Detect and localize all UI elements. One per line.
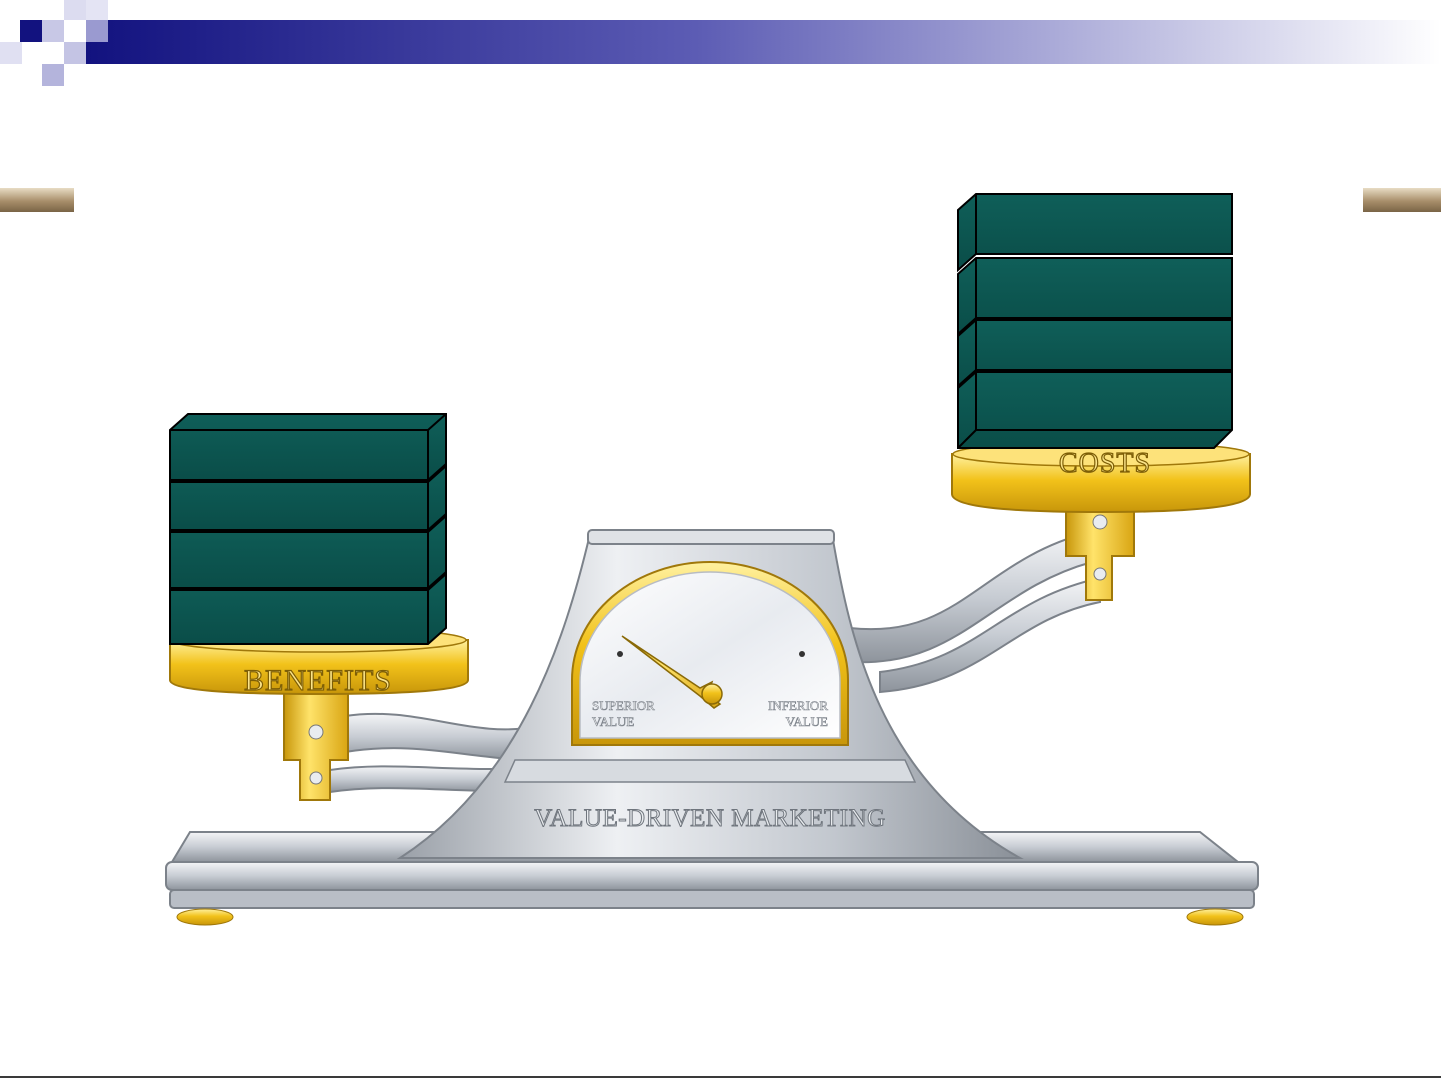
right-arm bbox=[850, 532, 1100, 692]
right-pan-label: COSTS bbox=[1059, 448, 1151, 479]
left-pan-label: BENEFITS bbox=[244, 664, 392, 697]
footer-rule bbox=[0, 1076, 1441, 1078]
gauge-right-label-line1: INFERIOR bbox=[768, 698, 828, 713]
gauge-pin bbox=[617, 651, 623, 657]
base-label: VALUE-DRIVEN MARKETING bbox=[534, 805, 885, 832]
base-foot bbox=[177, 909, 233, 925]
base-foot bbox=[1187, 909, 1243, 925]
gauge-left-label-line1: SUPERIOR bbox=[592, 698, 655, 713]
gauge-pin bbox=[799, 651, 805, 657]
gauge-left-label-line2: VALUE bbox=[592, 714, 634, 729]
benefits-block-stack bbox=[170, 414, 446, 644]
benefit-block bbox=[170, 414, 446, 480]
gauge-right-label-line2: VALUE bbox=[786, 714, 828, 729]
costs-block-stack bbox=[958, 194, 1232, 448]
cost-block bbox=[958, 372, 1232, 448]
